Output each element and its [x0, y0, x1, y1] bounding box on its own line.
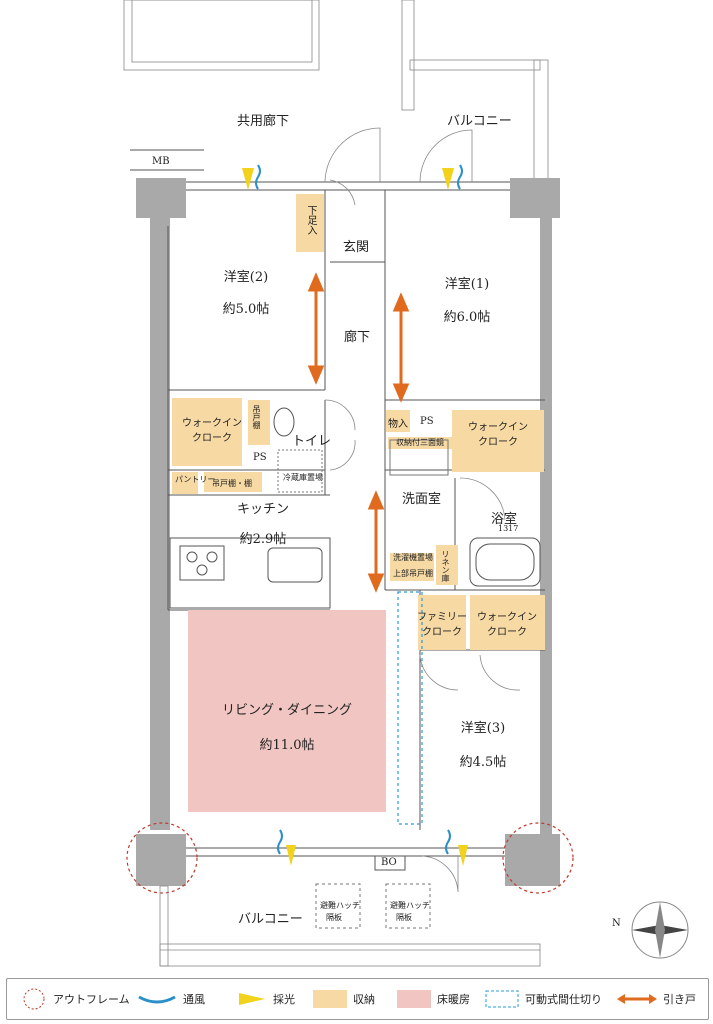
legend-daylight: 採光	[237, 979, 295, 1019]
compass-north-label: N	[612, 918, 621, 929]
floor-heating-zone	[188, 610, 386, 812]
daylight-icon	[239, 993, 265, 1005]
bo-label: BO	[381, 857, 397, 868]
room2-name: 洋室(2)	[223, 270, 269, 285]
hatch2-label-b: 隔板	[396, 913, 412, 922]
compass-icon	[631, 901, 689, 959]
washer-label: 洗濯機置場	[393, 553, 433, 562]
daylight-marks	[242, 168, 468, 866]
top-structure	[123, 0, 549, 181]
storage-areas	[172, 194, 545, 650]
room2-size: 約5.0帖	[222, 302, 270, 317]
hatch1-label-b: 隔板	[326, 913, 342, 922]
sliding-door-arrows	[307, 272, 410, 593]
outer-walls	[136, 178, 560, 886]
ventilation-icon	[138, 995, 176, 1004]
balcony-bottom-label: バルコニー	[238, 912, 303, 927]
common-corridor-label: 共用廊下	[237, 114, 290, 129]
legend-sliding-door: 引き戸	[617, 979, 696, 1019]
wic-bottom-label: ウォークイン クローク	[477, 612, 537, 638]
storage-swatch-icon	[313, 990, 347, 1008]
linen-label: リネン庫	[441, 550, 450, 582]
wic-right-label: ウォークイン クローク	[468, 422, 528, 448]
toilet-shelf-label: 吊戸棚	[252, 405, 261, 429]
washroom-label: 洗面室	[402, 492, 442, 507]
hallway-label: 廊下	[344, 330, 371, 345]
sliding-door-icon	[617, 994, 657, 1004]
legend-outframe: アウトフレーム	[21, 979, 130, 1019]
mb-label: MB	[152, 156, 170, 167]
bath-label: 浴室	[491, 512, 518, 527]
ps-right-label: PS	[420, 416, 434, 427]
room3-name: 洋室(3)	[460, 721, 506, 736]
wic-left-label: ウォークイン クローク	[182, 418, 242, 444]
bath-size-label: 1317	[498, 524, 519, 533]
legend-ventilation: 通風	[137, 979, 205, 1019]
hatch1-label-a: 避難ハッチ	[320, 901, 360, 910]
entrance-label: 玄関	[343, 240, 370, 255]
outframe-marks	[126, 822, 574, 894]
room3-size: 約4.5帖	[459, 755, 507, 770]
shoe-storage-label: 下足入	[305, 205, 316, 235]
fixtures	[179, 407, 541, 587]
storage-small-label: 物入	[388, 419, 408, 430]
washer-shelf-label: 上部吊戸棚	[393, 569, 433, 578]
floor-heating-swatch-icon	[397, 990, 431, 1008]
toilet-label: トイレ	[292, 434, 332, 449]
living-size: 約11.0帖	[259, 738, 315, 753]
fridge-label: 冷蔵庫置場	[283, 473, 323, 482]
ventilation-marks	[255, 164, 463, 855]
legend-storage: 収納	[313, 979, 375, 1019]
pantry-label: パントリー	[175, 475, 216, 484]
hatch2-label-a: 避難ハッチ	[390, 901, 430, 910]
outframe-icon	[23, 988, 45, 1010]
legend: アウトフレーム 通風 採光 収納 床暖房 可動式間仕切り 引き戸	[6, 978, 709, 1020]
legend-floor-heating: 床暖房	[397, 979, 470, 1019]
family-closet-label: ファミリー クローク	[417, 612, 467, 638]
kitchen-label: キッチン	[236, 502, 290, 517]
movable-partition-icon	[485, 990, 519, 1008]
interior-walls	[167, 190, 545, 830]
kitchen-shelf-label: 吊戸棚・棚	[212, 479, 252, 488]
washroom-shelf-label: 収納付三面鏡	[396, 438, 444, 447]
living-label: リビング・ダイニング	[221, 703, 353, 718]
movable-partition	[397, 591, 423, 825]
door-swings	[324, 127, 521, 893]
ps-left-label: PS	[253, 452, 267, 463]
room1-name: 洋室(1)	[444, 277, 490, 292]
room1-size: 約6.0帖	[443, 310, 491, 325]
legend-partition: 可動式間仕切り	[485, 979, 602, 1019]
balcony-top-label: バルコニー	[447, 114, 512, 129]
bottom-balcony	[159, 855, 541, 967]
kitchen-size: 約2.9帖	[239, 532, 287, 547]
